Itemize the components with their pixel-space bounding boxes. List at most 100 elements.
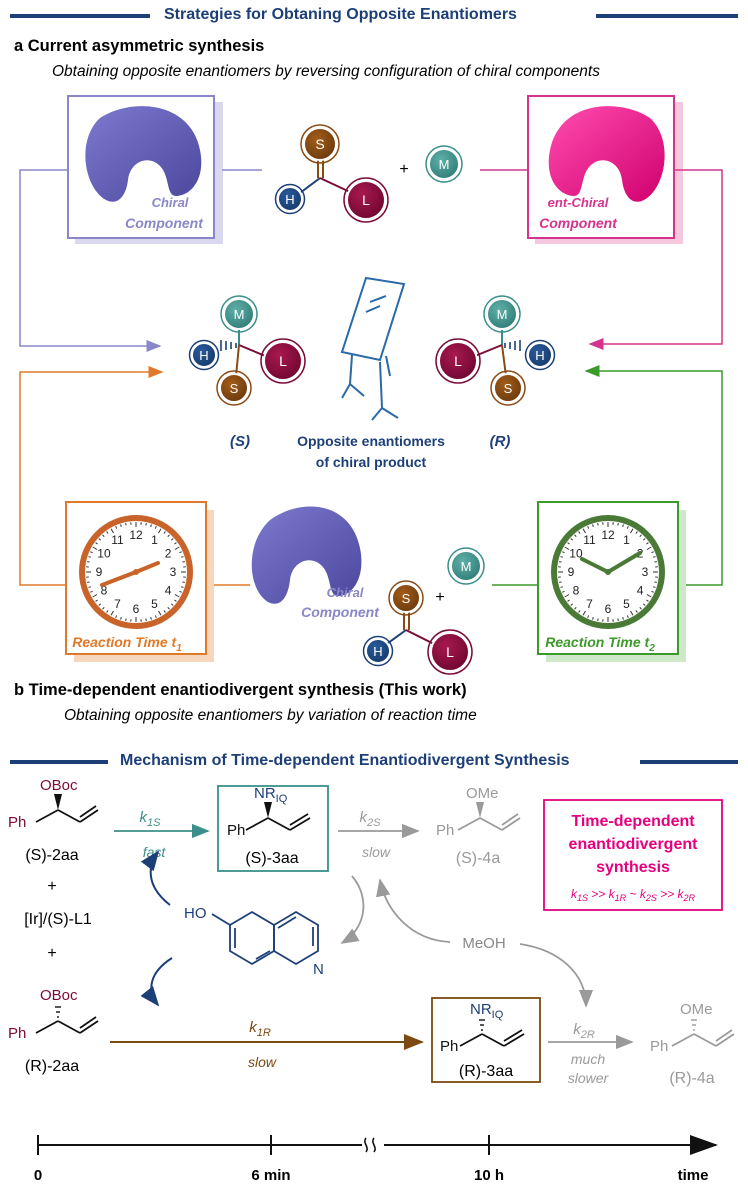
clock-tick [626,526,629,529]
box-formula: k1S >> k1R ~ k2S >> k2R [571,887,696,903]
mirror-icon [340,276,406,421]
meoh-label: MeOH [462,935,505,952]
clock-number: 7 [114,597,121,611]
box-title-1: Time-dependent [571,813,695,830]
clock-tick [651,590,654,593]
clock-tick [145,522,147,526]
box-title-2: enantiodivergent [569,836,699,853]
s2aa-label: (S)-2aa [25,847,78,864]
clock-tick [163,531,166,534]
clock-tick [95,599,98,602]
clock-tick [564,546,570,550]
clock-number: 5 [151,597,158,611]
clock-tick [558,561,562,563]
s2aa-ph: Ph [8,814,26,831]
atom-M-bottom: M [461,559,472,574]
box-title-3: synthesis [596,859,670,876]
time2-label: Reaction Time t2 [545,634,655,654]
clock-tick [622,617,624,620]
r3aa-label: (R)-3aa [459,1063,513,1080]
r4a-ome: OMe [680,1001,713,1018]
s3aa-label: (S)-3aa [245,850,298,867]
atom-S-r: S [504,381,513,396]
clock-tick [564,594,570,598]
top-rule-left [10,14,150,18]
clock-tick [102,606,105,610]
r2aa-label: (R)-2aa [25,1058,79,1075]
s4a-ome: OMe [466,785,499,802]
clock-tick [587,526,590,529]
clock-tick [150,524,152,527]
page-title: Strategies for Obtaning Opposite Enantio… [164,6,517,23]
clock-tick [154,526,157,529]
clock-tick [630,528,634,534]
clock-tick [567,542,570,545]
clock-tick [98,538,102,541]
timeline-6min: 6 min [251,1167,290,1184]
clock-tick [639,534,642,538]
clock-number: 11 [583,533,596,547]
chiral-component-bottom-shape [251,506,362,604]
r4a-ph: Ph [650,1038,668,1055]
atom-M-top: M [439,157,450,172]
r3aa-nr: NRIQ [470,1001,504,1021]
clock-number: 12 [601,528,615,542]
ent-chiral-component-shape [548,106,665,202]
scheme-a: Chiral Component ent-Chiral Component S … [19,95,723,675]
clock-tick [642,538,646,541]
clock-number: 4 [165,584,172,598]
k1R-label: k1R [249,1019,271,1039]
r4a-structure [671,1029,735,1047]
atom-M-r: M [497,307,508,322]
clock-tick [560,556,563,558]
clock-tick [154,615,157,618]
clock-tick [574,534,577,538]
clock-tick [92,594,98,598]
mechanism-title: Mechanism of Time-dependent Enantiodiver… [120,752,570,769]
chiral-label-2: Component [125,215,204,231]
clock-tick [90,551,93,554]
clock-tick [167,606,170,610]
catalyst-label: [Ir]/(S)-L1 [24,911,92,928]
clock-number: 1 [151,533,158,547]
clock-tick [642,603,646,606]
clock-number: 3 [642,565,649,579]
clock-tick [653,556,656,558]
clock-tick [622,524,624,527]
clock-tick [120,524,122,527]
clock-tick [106,610,109,613]
atom-L-r: L [454,353,462,369]
clock-tick [639,606,642,610]
clock-tick [560,586,563,588]
clock-tick [570,538,574,541]
clock-tick [95,542,98,545]
n-label: N [313,961,324,978]
r2aa-ph: Ph [8,1025,26,1042]
clock-tick [567,599,570,602]
time1-label: Reaction Time t1 [72,634,182,654]
mechanism-scheme: OBoc Ph (S)-2aa + [Ir]/(S)-L1 + OBoc Ph … [8,777,735,1184]
clock-number: 4 [637,584,644,598]
s2aa-oboc: OBoc [40,777,78,794]
r2aa-oboc: OBoc [40,987,78,1004]
clock-tick [102,534,105,538]
center-label-1: Opposite enantiomers [297,433,445,449]
clock-tick [167,534,170,538]
clock-tick [646,542,649,545]
section-b-subtitle: Obtaining opposite enantiomers by variat… [64,707,477,724]
label-R: (R) [490,433,511,450]
clock-number: 6 [133,602,140,616]
clock-tick [582,528,586,534]
clock-tick [617,522,619,526]
atom-L-s: L [279,353,287,369]
clock-tick [110,528,114,534]
clock-tick [597,522,599,526]
plus-bottom: + [435,589,444,606]
clock-tick [125,618,127,622]
chiral-bottom-1: Chiral [327,585,364,600]
slower-label: slower [568,1070,610,1086]
atom-S-s: S [230,381,239,396]
r4a-label: (R)-4a [669,1070,714,1087]
clock-tick [92,546,98,550]
